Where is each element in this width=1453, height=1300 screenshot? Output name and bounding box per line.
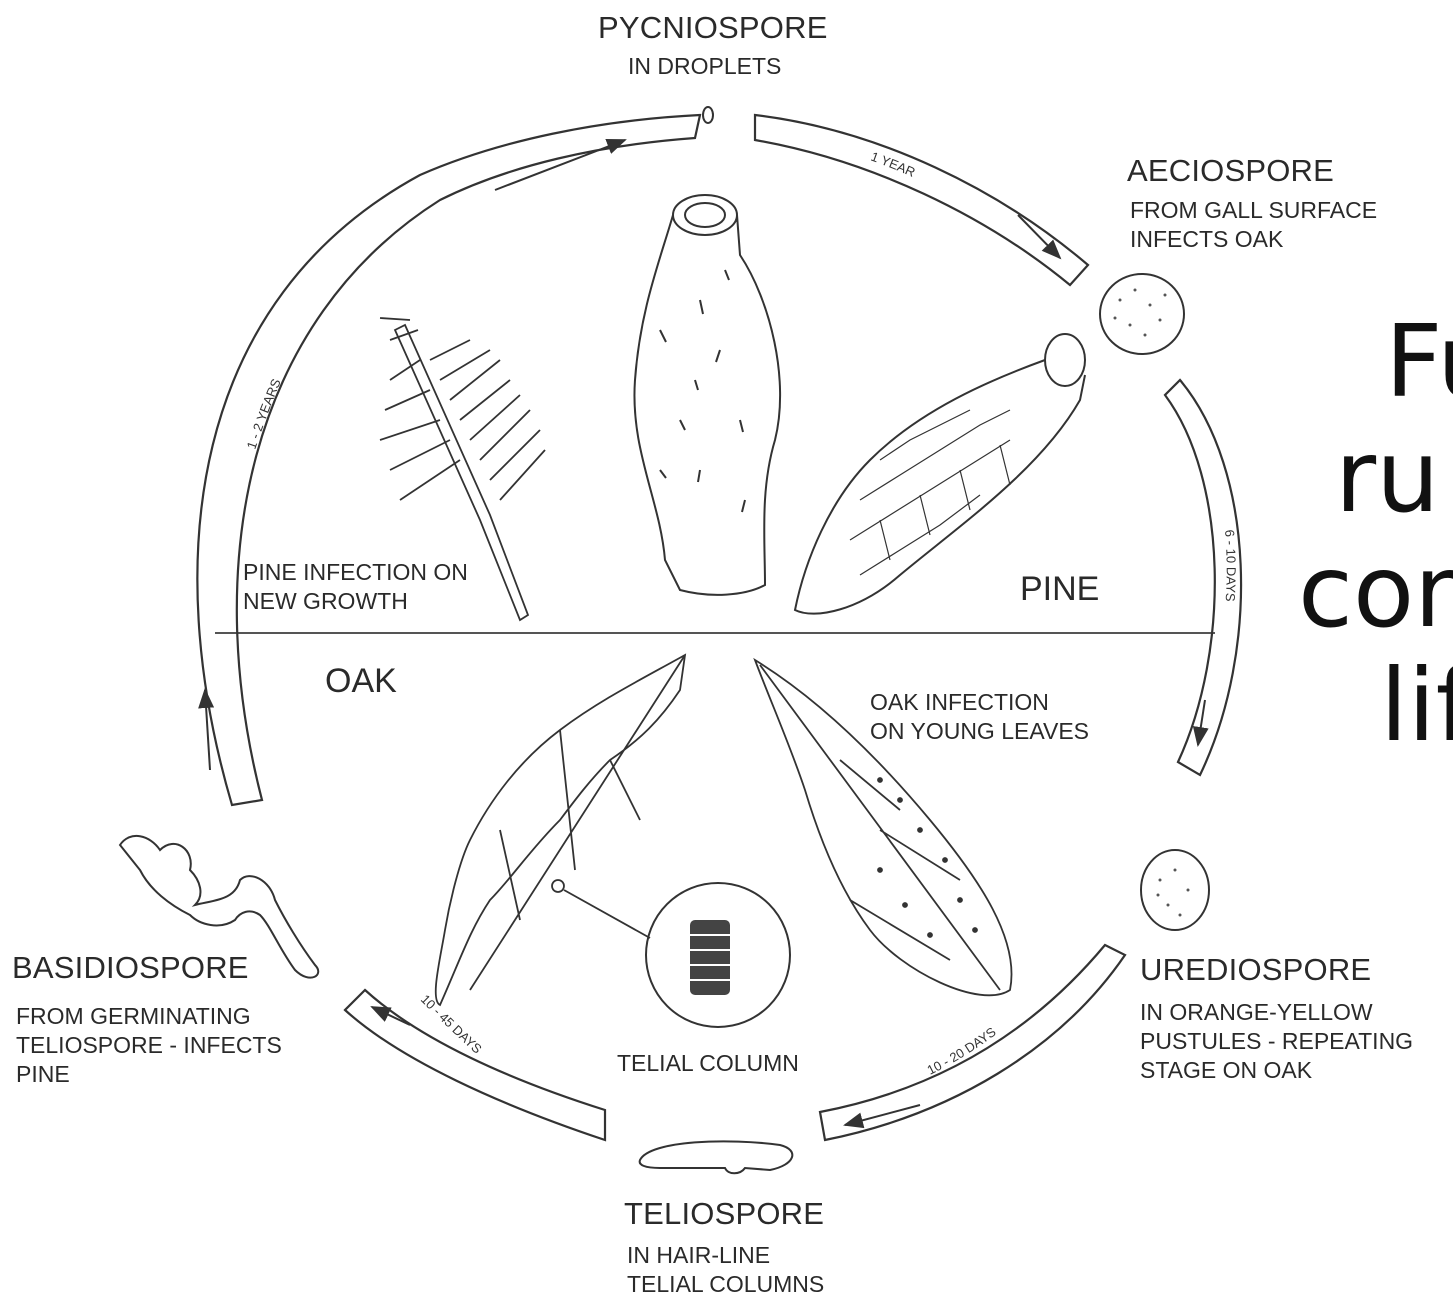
oak-leaf-left-illustration (436, 655, 685, 1005)
note-pine-infection: PINE INFECTION ON NEW GROWTH (243, 558, 468, 616)
urediospore-icon (1141, 850, 1209, 930)
teliospore-icon (640, 1141, 793, 1173)
duration-label: 6 - 10 DAYS (1222, 529, 1239, 602)
host-label-pine: PINE (1020, 570, 1099, 609)
direction-arrow (495, 140, 625, 190)
aeciospore-icon (1100, 274, 1184, 354)
telial-column-inset (646, 883, 790, 1027)
arrow-band-basidio-to-pycnio (197, 115, 700, 805)
direction-arrow (372, 1007, 410, 1025)
slide-title-line-2: ru (1335, 427, 1440, 527)
stage-basidiospore-name: BASIDIOSPORE (12, 950, 249, 986)
stage-pycniospore-desc: IN DROPLETS (628, 52, 781, 81)
stage-teliospore-desc: IN HAIR-LINE TELIAL COLUMNS (627, 1241, 824, 1299)
direction-arrow (845, 1105, 920, 1125)
host-label-oak: OAK (325, 662, 397, 701)
stage-pycniospore-name: PYCNIOSPORE (598, 10, 828, 46)
pine-gall-illustration (634, 195, 780, 595)
stage-basidiospore-desc: FROM GERMINATING TELIOSPORE - INFECTS PI… (16, 1002, 282, 1089)
stage-urediospore-desc: IN ORANGE-YELLOW PUSTULES - REPEATING ST… (1140, 998, 1413, 1085)
slide-title-line-1: Fu (1385, 312, 1453, 412)
stage-urediospore-name: UREDIOSPORE (1140, 952, 1371, 988)
stage-teliospore-name: TELIOSPORE (624, 1196, 824, 1232)
duration-label: 10 - 20 DAYS (925, 1024, 999, 1078)
slide-title-line-4: lif (1380, 656, 1453, 756)
stage-aeciospore-name: AECIOSPORE (1127, 153, 1334, 189)
stage-aeciospore-desc: FROM GALL SURFACE INFECTS OAK (1130, 196, 1377, 254)
slide-title-line-3: con (1298, 542, 1453, 642)
duration-label: 1 - 2 YEARS (244, 376, 284, 451)
note-telial-column: TELIAL COLUMN (617, 1049, 799, 1078)
arrow-band-pycnio-to-aecio (755, 115, 1088, 285)
duration-label: 1 YEAR (869, 149, 918, 180)
duration-label: 10 - 45 DAYS (418, 991, 485, 1056)
note-oak-infection: OAK INFECTION ON YOUNG LEAVES (870, 688, 1089, 746)
pycniospore-droplet-icon (703, 107, 713, 123)
